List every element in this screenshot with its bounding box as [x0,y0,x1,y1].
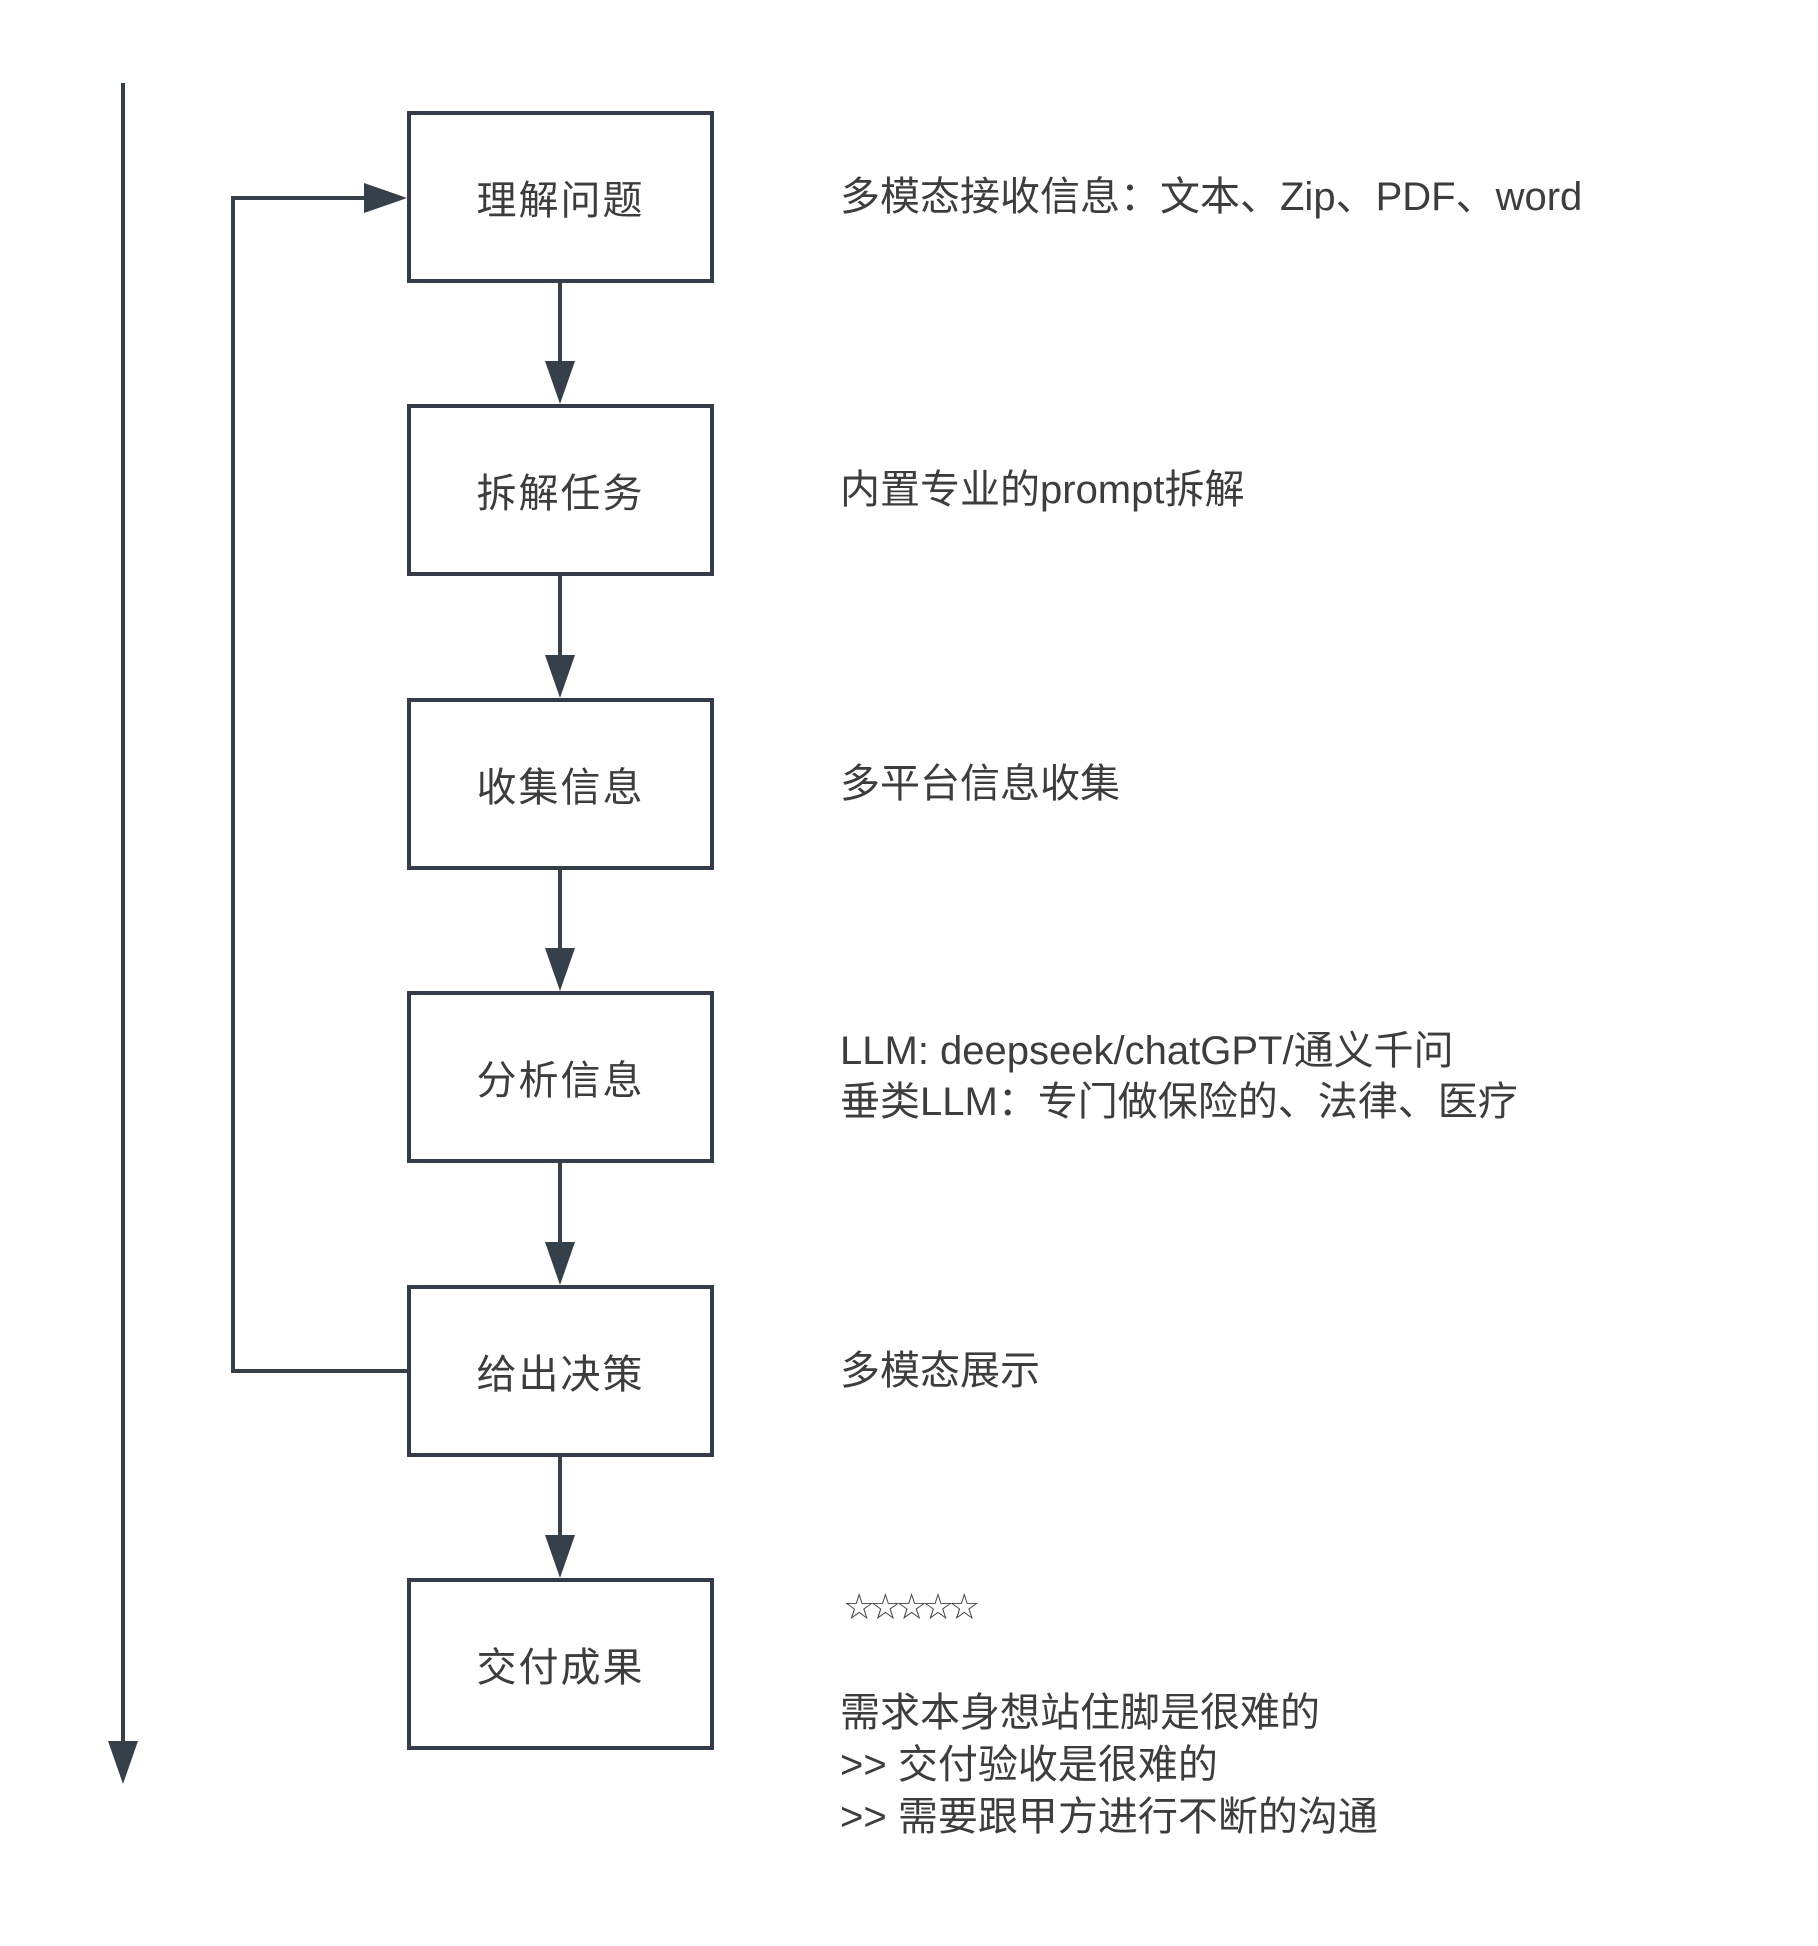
note-understand-problem: 多模态接收信息：文本、Zip、PDF、word [840,175,1583,219]
step-label-collect-info: 收集信息 [476,766,645,810]
step-label-deliver-result: 交付成果 [476,1646,645,1690]
arrow-step-3-4 [545,870,575,991]
note-deliver-result-line-2: >> 交付验收是很难的 [840,1743,1218,1787]
note-collect-info: 多平台信息收集 [840,762,1120,806]
step-box-understand-problem: 理解问题 [407,111,714,283]
timeline-arrow [108,83,138,1784]
note-analyze-info: LLM: deepseek/chatGPT/通义千问 垂类LLM：专门做保险的、… [840,1026,1518,1128]
note-deliver-result-line-1: 需求本身想站住脚是很难的 [840,1691,1320,1735]
arrow-step-4-5 [545,1163,575,1285]
step-box-decompose-task: 拆解任务 [407,404,714,576]
step-box-make-decision: 给出决策 [407,1285,714,1457]
note-deliver-result-line-3: >> 需要跟甲方进行不断的沟通 [840,1795,1378,1839]
rating-stars: ☆☆☆☆☆ [843,1586,980,1627]
note-decompose-task: 内置专业的prompt拆解 [840,468,1245,512]
step-label-make-decision: 给出决策 [476,1353,645,1397]
arrow-step-2-3 [545,576,575,698]
note-deliver-result: 需求本身想站住脚是很难的 >> 交付验收是很难的 >> 需要跟甲方进行不断的沟通 [840,1687,1378,1843]
step-box-deliver-result: 交付成果 [407,1578,714,1750]
step-label-understand-problem: 理解问题 [476,179,645,223]
arrow-step-1-2 [545,283,575,404]
step-box-collect-info: 收集信息 [407,698,714,870]
step-label-decompose-task: 拆解任务 [476,472,645,516]
feedback-loop-arrow [231,183,407,1373]
arrow-step-5-6 [545,1457,575,1578]
note-analyze-info-line-2: 垂类LLM：专门做保险的、法律、医疗 [840,1080,1518,1124]
note-analyze-info-line-1: LLM: deepseek/chatGPT/通义千问 [840,1029,1454,1073]
step-label-analyze-info: 分析信息 [476,1059,645,1103]
step-box-analyze-info: 分析信息 [407,991,714,1163]
note-make-decision: 多模态展示 [840,1349,1040,1393]
